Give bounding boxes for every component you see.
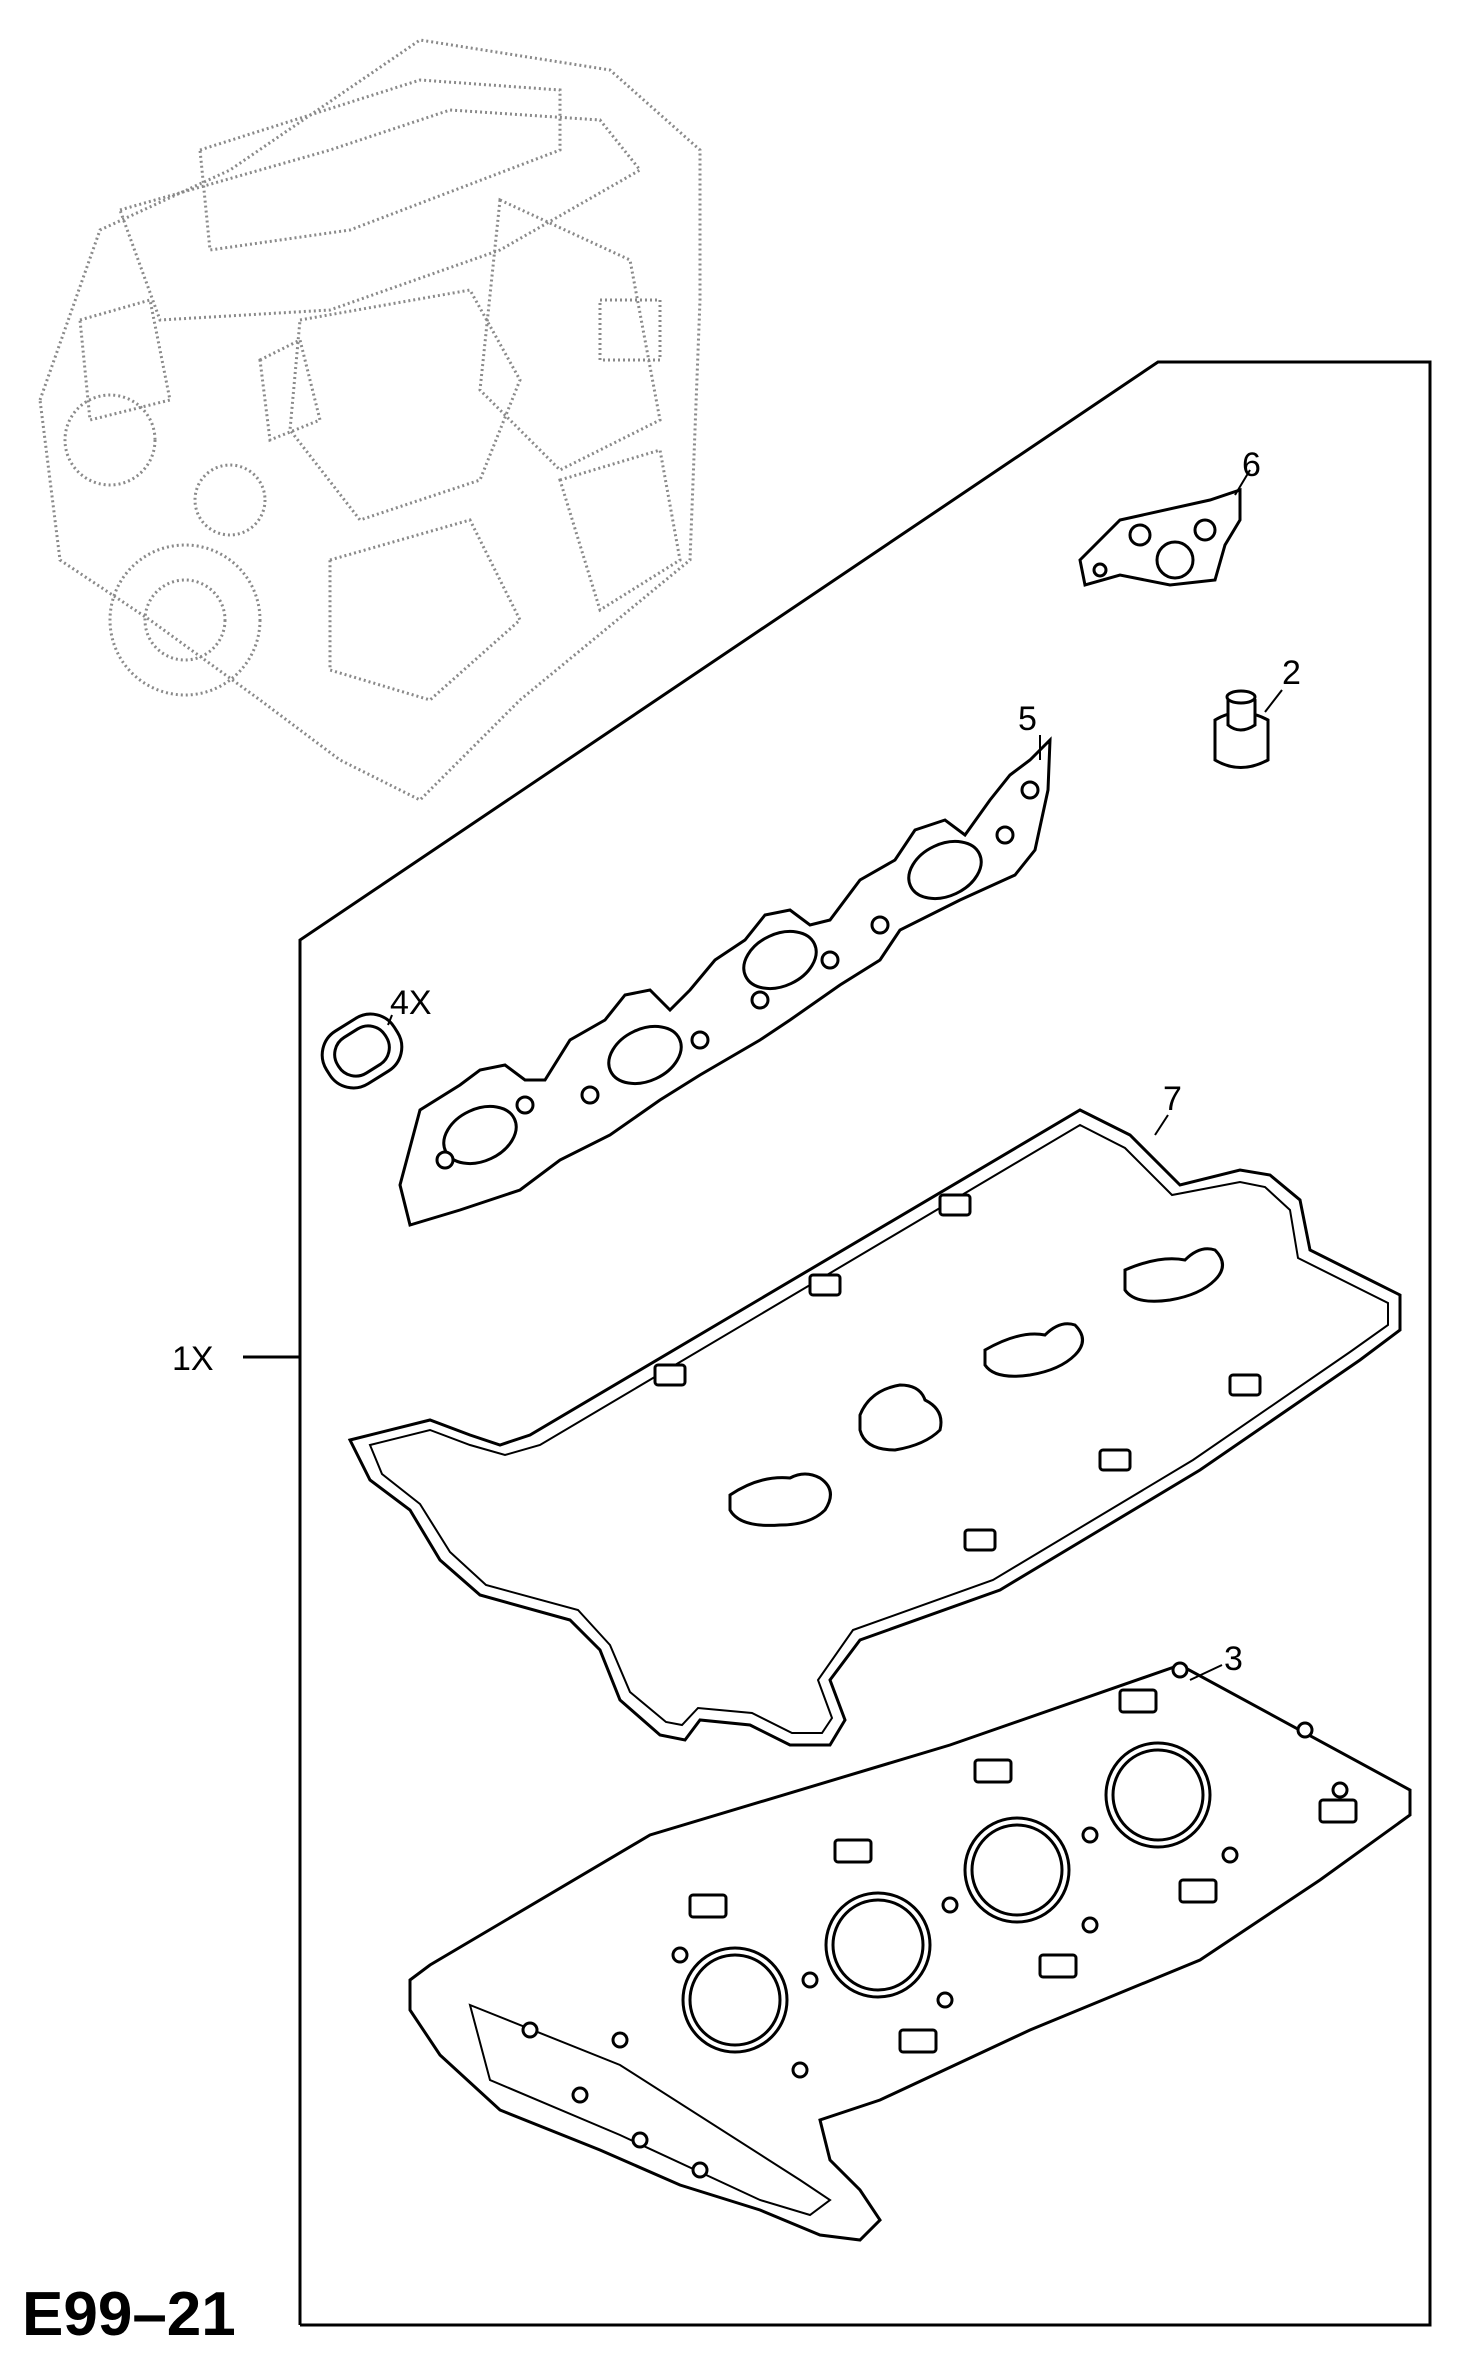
kit-label: 1X xyxy=(172,1340,214,1378)
callout-3: 3 xyxy=(1224,1640,1243,1678)
part-6-bracket-gasket xyxy=(1078,469,1251,587)
callout-5: 5 xyxy=(1018,700,1037,738)
part-7-valve-cover-gasket xyxy=(347,1108,1402,1747)
callout-4: 4X xyxy=(390,984,432,1022)
callout-2: 2 xyxy=(1282,654,1301,692)
part-5-manifold-gasket xyxy=(398,735,1052,1227)
part-2-plug xyxy=(1213,689,1283,769)
callout-7: 7 xyxy=(1163,1080,1182,1118)
diagram-code: E99–21 xyxy=(22,2280,236,2349)
engine-illustration xyxy=(38,38,702,802)
part-3-head-gasket xyxy=(408,1661,1412,2242)
callout-6: 6 xyxy=(1242,446,1261,484)
part-4-o-ring xyxy=(320,1012,404,1090)
kit-frame xyxy=(298,360,1432,2327)
